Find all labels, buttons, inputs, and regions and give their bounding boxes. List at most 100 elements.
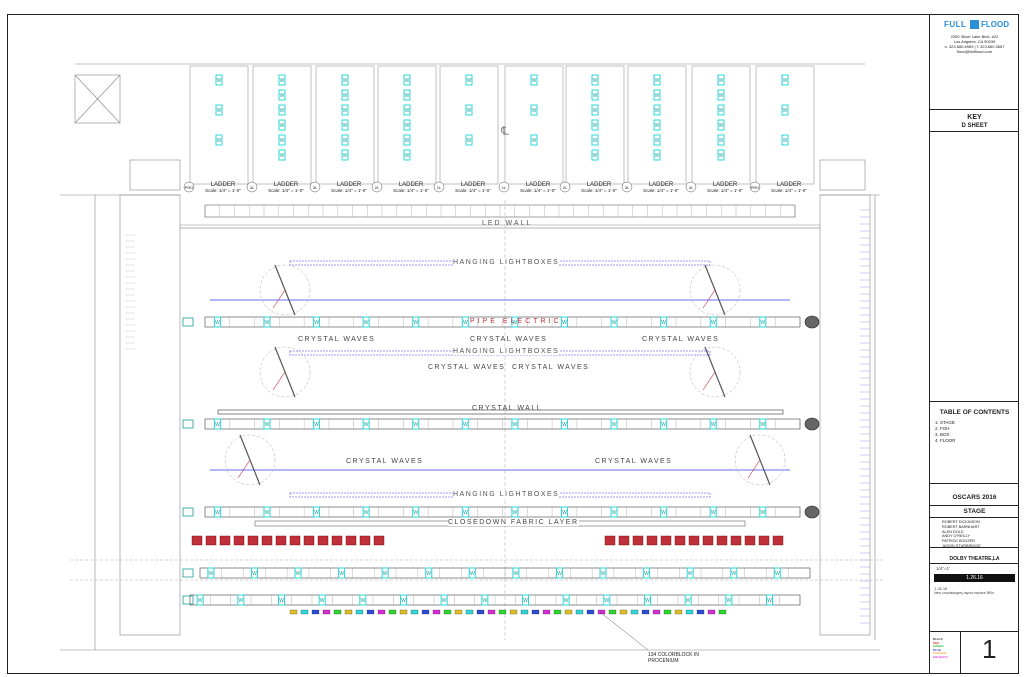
fixture-body: [530, 104, 538, 116]
fixture-w: W: [341, 74, 349, 86]
fixture-label: W: [265, 320, 270, 326]
fixture-w: W: [730, 567, 738, 579]
fixture-body: [591, 119, 599, 131]
fixture-body: [562, 594, 570, 606]
fixture-body: [717, 149, 725, 161]
date-stamp: 1.26.16: [934, 574, 1015, 582]
fixture-label: W: [661, 510, 666, 516]
fixture-label: W: [280, 78, 285, 84]
fixture-w: W: [278, 119, 286, 131]
fixture-body: [207, 567, 215, 579]
rig-arc: [747, 459, 761, 479]
fixture-label: W: [719, 108, 724, 114]
fixture-w: W: [653, 74, 661, 86]
fixture-label: W: [686, 598, 691, 604]
fixture-body: [213, 418, 221, 430]
fixture-label: W: [215, 320, 220, 326]
fixture-body: [461, 316, 469, 328]
ladder-frame: [504, 65, 564, 185]
toc-item[interactable]: 4. FLOOR: [935, 438, 956, 443]
fixture-w: W: [215, 104, 223, 116]
ladder-frame: [691, 65, 751, 185]
company-logo: FULL FLOOD: [940, 20, 1010, 30]
fixture-label: W: [593, 153, 598, 159]
mover-fixture: [772, 535, 784, 546]
fixture-body: [403, 134, 411, 146]
ladder-title: LADDER: [587, 182, 612, 188]
toc-item[interactable]: 3. BOX: [935, 432, 950, 437]
fixture-label: W: [661, 422, 666, 428]
fixture-label: W: [688, 571, 693, 577]
fixture-body: [412, 418, 420, 430]
colorblock-fixture: [553, 609, 562, 615]
fixture-body: [278, 104, 286, 116]
fixture-label: W: [562, 510, 567, 516]
fixture-body: [237, 594, 245, 606]
fixture-label: W: [719, 123, 724, 129]
fixture-label: W: [265, 510, 270, 516]
fixture-w: W: [684, 594, 692, 606]
ladder-tag: PRO: [751, 185, 760, 190]
fixture-label: W: [612, 320, 617, 326]
ladder-scale: Scale: 1/4" = 1'-0": [581, 188, 617, 193]
fixture-label: W: [645, 598, 650, 604]
fixture-body: [610, 316, 618, 328]
fixture-body: [530, 134, 538, 146]
ladder-scale: Scale: 1/4" = 1'-0": [771, 188, 807, 193]
show-title: OSCARS 2016: [952, 494, 997, 501]
mover-fixture: [373, 535, 385, 546]
crystal-wave-rig: [259, 264, 311, 316]
fixture-label: W: [482, 598, 487, 604]
mover-fixture: [289, 535, 301, 546]
colorblock-note-line1: 134 COLORBLOCK IN: [648, 652, 699, 658]
rig-arc: [272, 371, 286, 391]
venue: DOLBY THEATRE,LA: [949, 556, 1000, 562]
fixture-body: [381, 567, 389, 579]
ladder-scale: Scale: 1/4" = 1'-0": [455, 188, 491, 193]
fixture-w: W: [465, 104, 473, 116]
company-name-b: FLOOD: [981, 20, 1009, 29]
fixture-w: W: [773, 567, 781, 579]
fixture-label: W: [405, 78, 410, 84]
fixture-body: [555, 567, 563, 579]
ladder-title: LADDER: [713, 182, 738, 188]
fixture-w: W: [341, 119, 349, 131]
colorblock-fixture: [344, 609, 353, 615]
fixture-w: W: [362, 506, 370, 518]
crystal-waves-label-5: CRYSTAL WAVES: [512, 364, 590, 371]
ladder-title: LADDER: [274, 182, 299, 188]
ladder-title: LADDER: [337, 182, 362, 188]
colorblock-fixture: [608, 609, 617, 615]
fixture-w: W: [403, 134, 411, 146]
key-title: KEY: [967, 114, 982, 121]
address-line-1: 2390 Silver Lake Blvd. #22: [950, 34, 999, 39]
fixture-w: W: [381, 567, 389, 579]
fixture-w: W: [610, 316, 618, 328]
fixture-w: W: [362, 418, 370, 430]
fixture-label: W: [711, 422, 716, 428]
led-wall: [204, 204, 796, 218]
fixture-label: W: [760, 422, 765, 428]
colorblock-fixture: [564, 609, 573, 615]
rig-circle: [224, 434, 276, 486]
fixture-body: [684, 594, 692, 606]
mover-fixture: [604, 535, 616, 546]
ladder-tag: 2L: [563, 185, 568, 190]
fixture-body: [717, 104, 725, 116]
mover-fixture: [646, 535, 658, 546]
fixture-w: W: [717, 74, 725, 86]
ladder-title: LADDER: [526, 182, 551, 188]
mover-fixture: [702, 535, 714, 546]
fixture-body: [403, 89, 411, 101]
toc-item[interactable]: 1. STAGE: [935, 420, 955, 425]
fixture-w: W: [560, 316, 568, 328]
toc-item[interactable]: 2. FOH: [935, 426, 950, 431]
rig-arc: [702, 289, 716, 309]
rig-circle: [259, 264, 311, 316]
fixture-label: W: [296, 571, 301, 577]
fixture-body: [660, 506, 668, 518]
fixture-body: [263, 418, 271, 430]
crystal-wave-rig: [689, 264, 741, 316]
fixture-w: W: [412, 506, 420, 518]
